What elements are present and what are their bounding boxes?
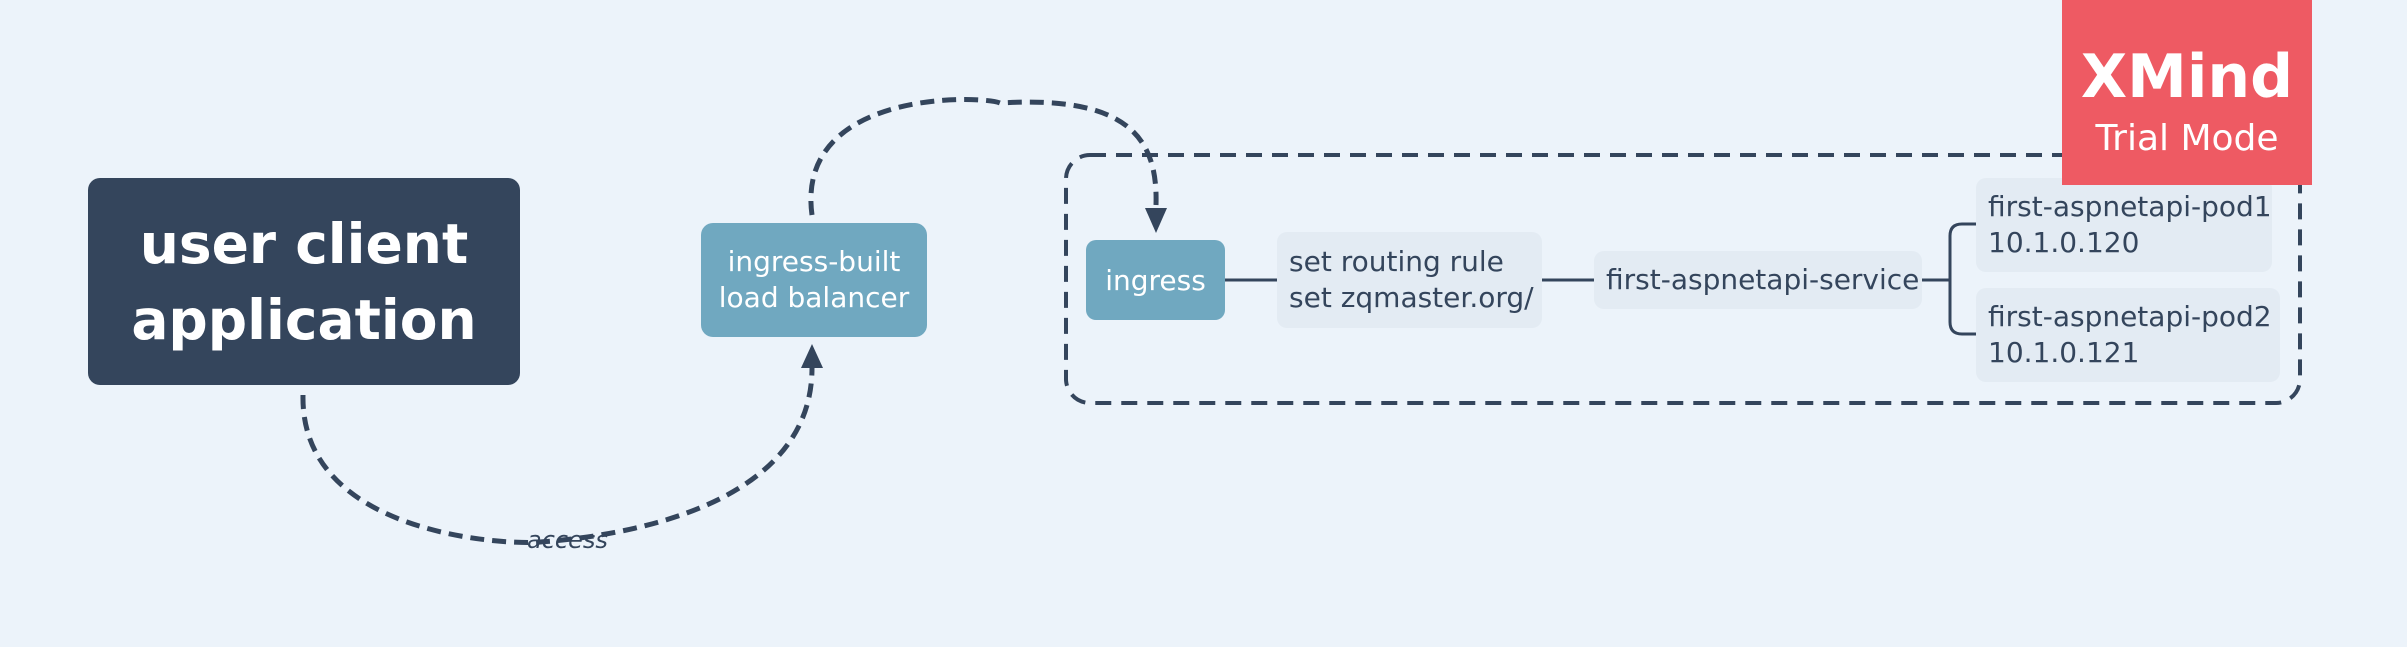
routing-line-1: set routing rule [1289,245,1504,278]
watermark-brand: XMind [2080,42,2294,112]
pod1-name: first-aspnetapi-pod1 [1988,190,2272,223]
pod-branch-bracket [1948,222,1976,336]
lb-to-ingress-arrowhead [1145,208,1167,233]
load-balancer-line-1: ingress-built [727,245,901,278]
pod2-node: first-aspnetapi-pod2 10.1.0.121 [1976,288,2280,382]
ingress-node: ingress [1086,240,1225,320]
access-edge-label: access [527,526,608,554]
pod1-node: first-aspnetapi-pod1 10.1.0.120 [1976,178,2272,272]
service-node: first-aspnetapi-service [1594,251,1922,309]
pod1-ip: 10.1.0.120 [1988,226,2140,259]
ingress-label: ingress [1105,263,1206,297]
pod2-name: first-aspnetapi-pod2 [1988,300,2272,333]
routing-line-2: set zqmaster.org/ [1289,281,1534,314]
service-label: first-aspnetapi-service [1606,263,1920,296]
lb-to-ingress-edge [808,97,1159,216]
user-client-line-2: application [131,287,477,352]
routing-rule-node: set routing rule set zqmaster.org/ [1277,232,1542,328]
load-balancer-node: ingress-built load balancer [701,223,927,337]
access-edge [300,367,815,546]
pod2-ip: 10.1.0.121 [1988,336,2140,369]
trial-watermark: XMind Trial Mode [2062,0,2312,185]
load-balancer-line-2: load balancer [718,281,910,314]
cluster-boundary [1064,153,2302,405]
user-client-line-1: user client [139,211,469,276]
user-client-node: user client application [88,178,520,385]
watermark-mode: Trial Mode [2095,118,2279,159]
access-arrowhead [801,344,823,368]
